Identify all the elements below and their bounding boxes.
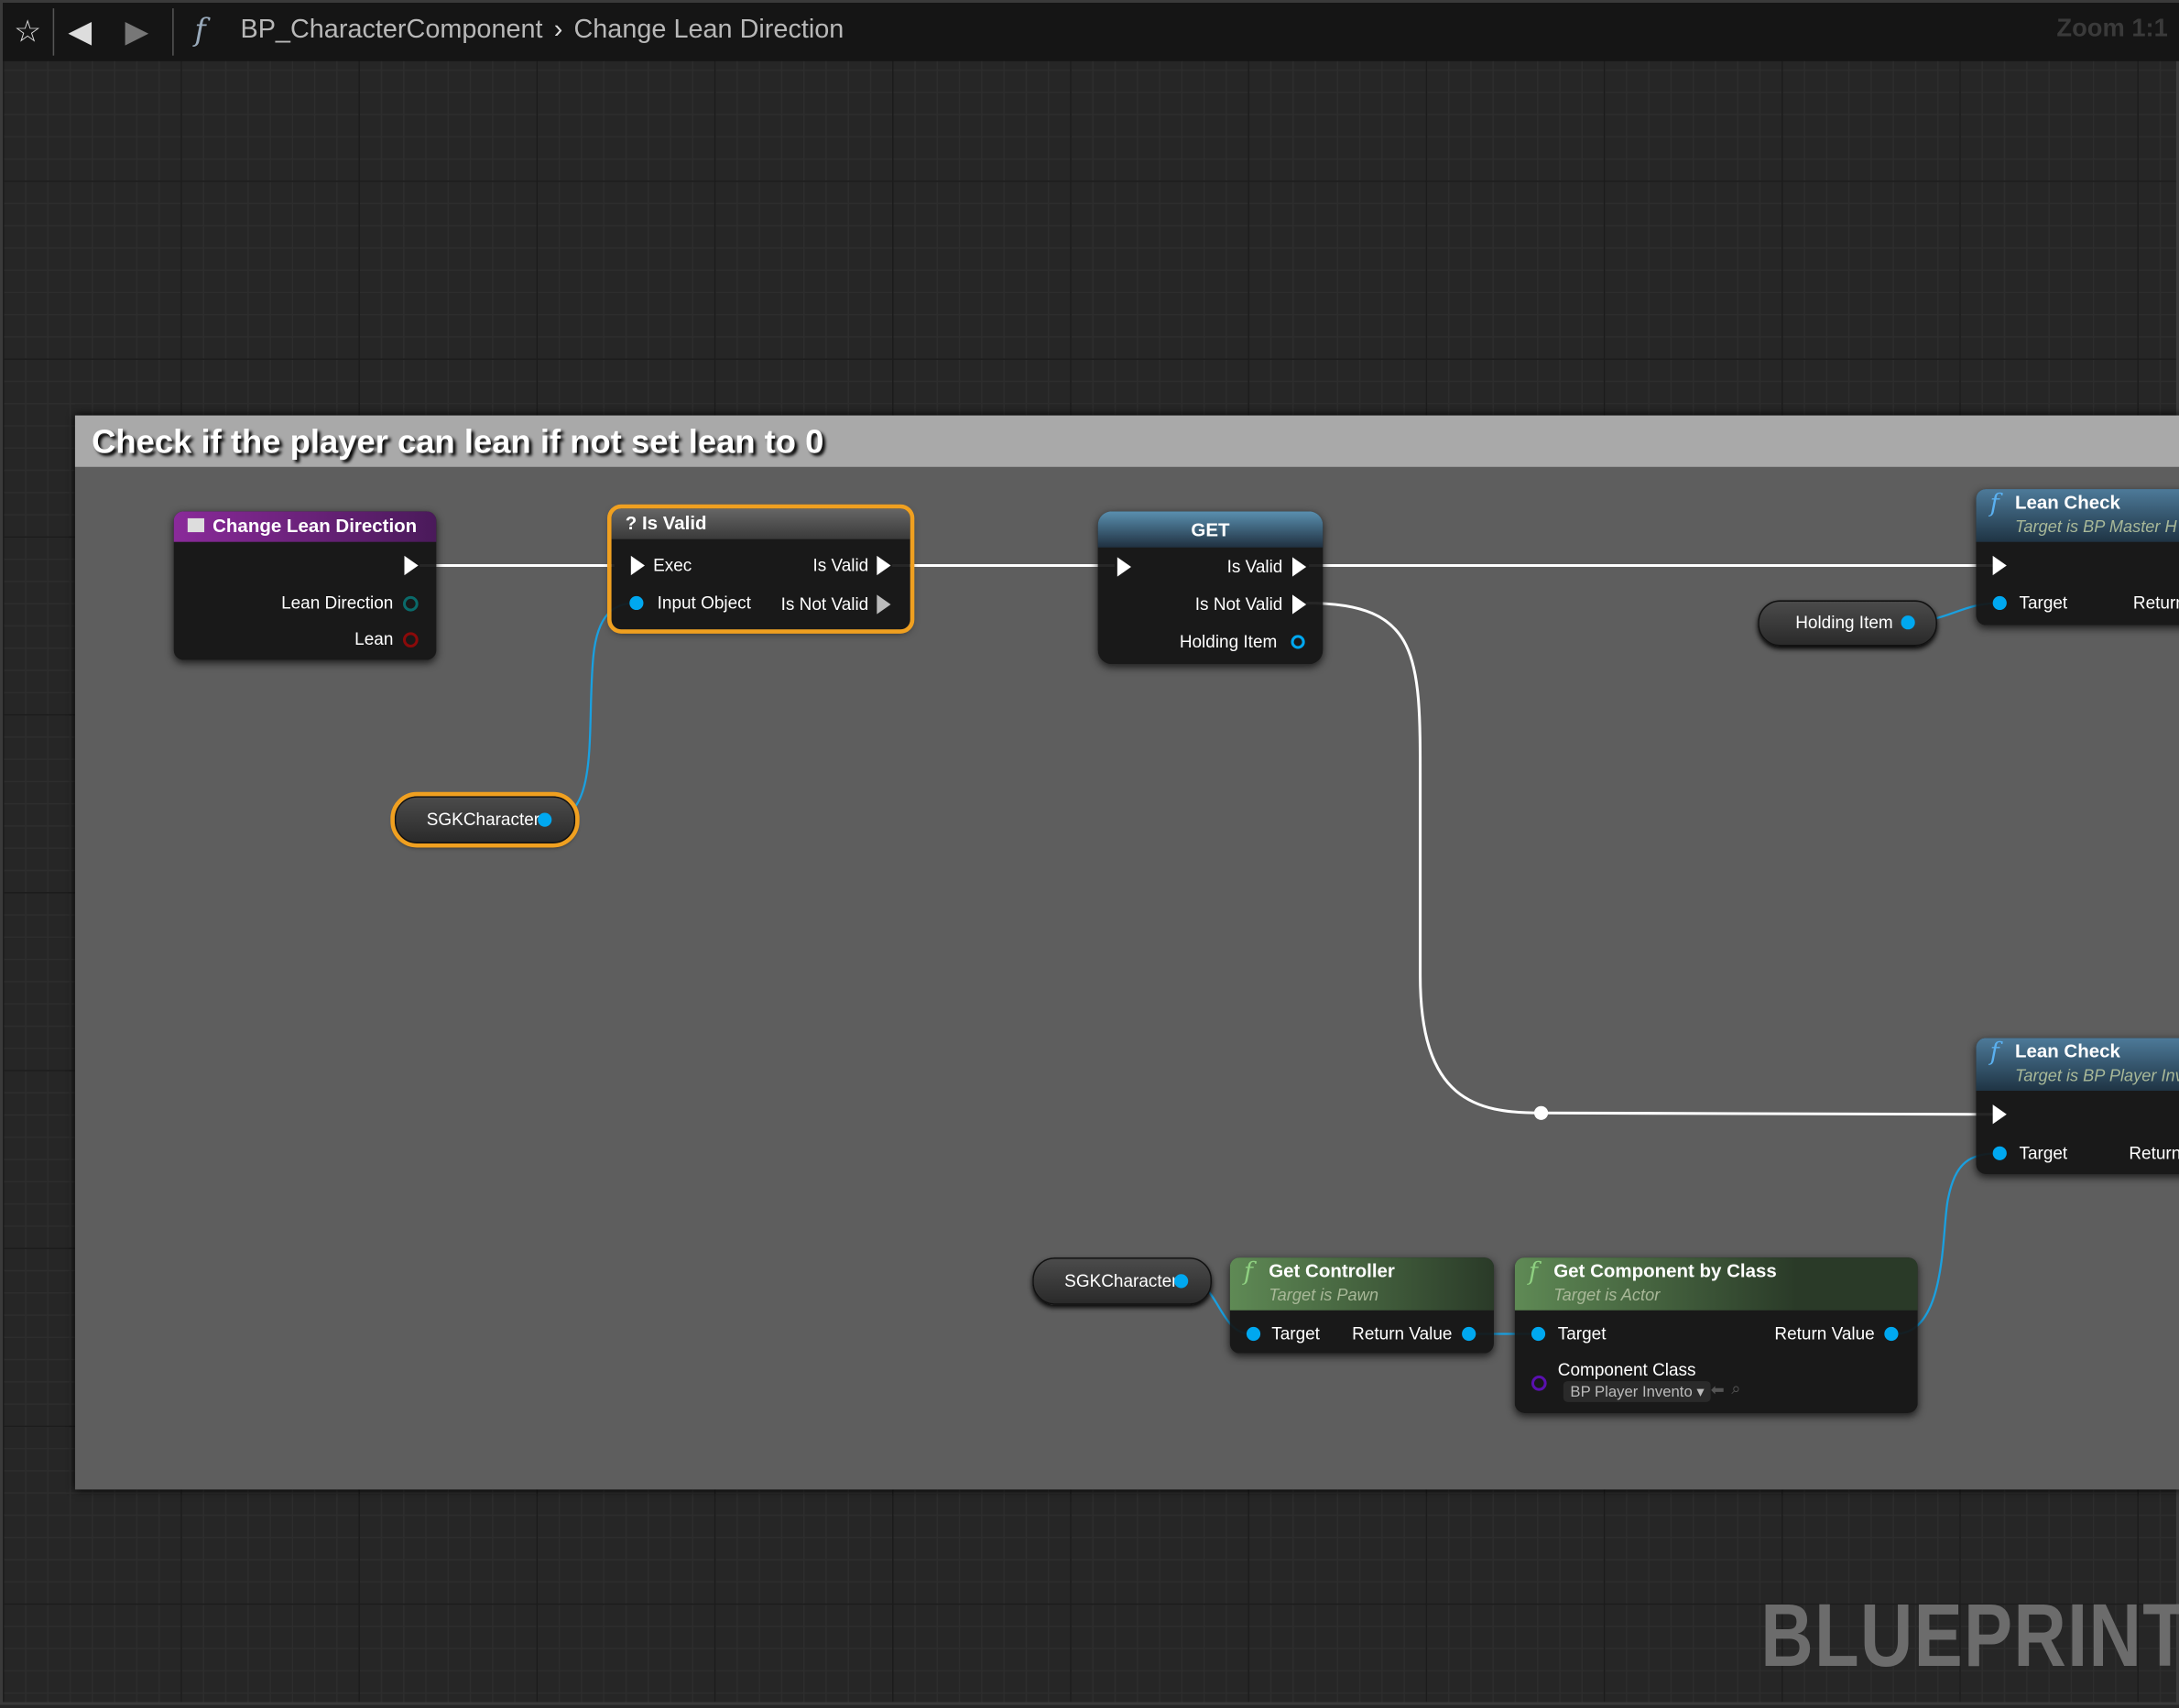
pin-label: Is Not Valid: [780, 594, 869, 615]
node-title: GET: [1097, 511, 1324, 548]
sgkcharacter-variable[interactable]: SGKCharacter: [390, 791, 580, 848]
component-class-dropdown[interactable]: BP Player Invento ▾: [1563, 1381, 1712, 1402]
entry-icon: [187, 517, 205, 533]
return-value-pin[interactable]: [1884, 1326, 1899, 1342]
holding-item-pin[interactable]: [1291, 635, 1305, 649]
pin-label: Holding Item: [1179, 632, 1278, 652]
target-pin[interactable]: [1246, 1326, 1261, 1342]
function-icon: f: [1528, 1257, 1539, 1287]
target-pin[interactable]: [1531, 1326, 1546, 1342]
forward-arrow-icon[interactable]: ▶: [125, 14, 149, 49]
function-entry-node[interactable]: Change Lean Direction Lean Direction Lea…: [173, 511, 437, 660]
is-valid-exec-pin[interactable]: [877, 555, 891, 576]
object-wire: [551, 602, 636, 820]
variable-label: SGKCharacter: [1064, 1271, 1178, 1291]
toolbar: ☆ ◀ ▶ f BP_CharacterComponent › Change Lea…: [3, 3, 2179, 61]
use-selected-arrow-icon[interactable]: ⬅: [1710, 1379, 1725, 1399]
pin-label: Lean: [354, 629, 394, 649]
target-pin[interactable]: [1992, 1146, 2007, 1160]
node-title: Is Valid: [641, 512, 707, 534]
is-valid-node[interactable]: ? Is Valid Exec Is Valid Input Object Is…: [607, 504, 915, 634]
exec-in-pin[interactable]: [1992, 555, 2007, 576]
exec-wire: [1306, 601, 1993, 1116]
pin-label: Component Class: [1557, 1360, 1696, 1380]
function-icon: f: [1989, 1038, 1999, 1068]
variable-label: SGKCharacter: [426, 810, 540, 830]
function-icon: f: [194, 14, 206, 49]
exec-in-pin[interactable]: [630, 555, 645, 576]
object-wire: [1895, 1152, 2000, 1335]
node-title: Get Controller: [1269, 1260, 1395, 1281]
node-subtitle: Target is Pawn: [1269, 1285, 1378, 1305]
object-out-pin[interactable]: [1901, 615, 1915, 630]
star-icon[interactable]: ☆: [14, 14, 42, 49]
is-not-valid-exec-pin[interactable]: [1291, 594, 1307, 615]
breadcrumb: BP_CharacterComponent › Change Lean Direct…: [240, 16, 844, 46]
pin-label: Is Valid: [812, 555, 869, 576]
pin-label: Target: [2019, 593, 2068, 614]
pin-label: Return: [2132, 593, 2179, 614]
component-class-pin[interactable]: [1531, 1376, 1547, 1391]
target-pin[interactable]: [1992, 595, 2007, 611]
dropdown-value: BP Player Invento: [1570, 1384, 1693, 1401]
lean-direction-pin[interactable]: [402, 595, 419, 612]
is-valid-exec-pin[interactable]: [1291, 557, 1307, 577]
pin-label: Target: [1557, 1323, 1607, 1344]
pin-label: Return: [2129, 1143, 2179, 1163]
node-title: Lean Check: [2014, 492, 2120, 513]
pin-label: Target: [1271, 1323, 1320, 1344]
comment-title[interactable]: Check if the player can lean if not set …: [74, 415, 2179, 467]
pin-label: Return Value: [1774, 1323, 1875, 1344]
blueprint-watermark: BLUEPRINT: [1760, 1585, 2179, 1686]
breadcrumb-root[interactable]: BP_CharacterComponent: [240, 15, 543, 45]
node-subtitle: Target is BP Master H: [2014, 517, 2177, 537]
pin-label: Exec: [653, 555, 692, 576]
node-subtitle: Target is Actor: [1553, 1285, 1661, 1305]
pin-label: Is Not Valid: [1194, 594, 1283, 615]
pin-label: Return Value: [1352, 1323, 1453, 1344]
zoom-level: Zoom 1:1: [2056, 14, 2168, 42]
node-title: Lean Check: [2014, 1040, 2120, 1062]
lean-pin[interactable]: [402, 632, 419, 648]
object-out-pin[interactable]: [538, 812, 552, 827]
chevron-right-icon: ›: [553, 15, 563, 45]
chevron-down-icon: ▾: [1696, 1384, 1705, 1401]
return-value-pin[interactable]: [1462, 1326, 1476, 1342]
get-node[interactable]: GET Is Valid Is Not Valid Holding Item: [1097, 511, 1324, 665]
wires-layer: [419, 563, 2000, 1335]
node-title: Get Component by Class: [1553, 1260, 1777, 1281]
question-icon: ?: [625, 512, 637, 534]
holding-item-variable[interactable]: Holding Item: [1758, 600, 1937, 647]
function-icon: f: [1989, 489, 1999, 518]
sgkcharacter-variable[interactable]: SGKCharacter: [1032, 1257, 1212, 1305]
input-object-pin[interactable]: [629, 595, 644, 611]
is-not-valid-exec-pin[interactable]: [877, 594, 891, 615]
reroute-node: [1533, 1105, 1549, 1120]
pin-label: Is Valid: [1226, 557, 1283, 577]
function-icon: f: [1243, 1257, 1254, 1287]
exec-in-pin[interactable]: [1117, 557, 1132, 577]
node-subtitle: Target is BP Player Inv: [2014, 1065, 2179, 1085]
back-arrow-icon[interactable]: ◀: [68, 14, 93, 49]
breadcrumb-current: Change Lean Direction: [573, 15, 844, 45]
pin-label: Lean Direction: [281, 593, 394, 614]
divider: [52, 8, 55, 56]
browse-search-icon[interactable]: ⌕: [1731, 1378, 1741, 1398]
exec-in-pin[interactable]: [1992, 1104, 2007, 1125]
object-out-pin[interactable]: [1174, 1274, 1189, 1289]
divider: [172, 8, 174, 56]
exec-out-pin[interactable]: [404, 555, 419, 576]
pin-label: Input Object: [657, 593, 751, 614]
pin-label: Target: [2019, 1143, 2068, 1163]
node-title: Change Lean Direction: [212, 515, 418, 537]
variable-label: Holding Item: [1795, 613, 1893, 633]
